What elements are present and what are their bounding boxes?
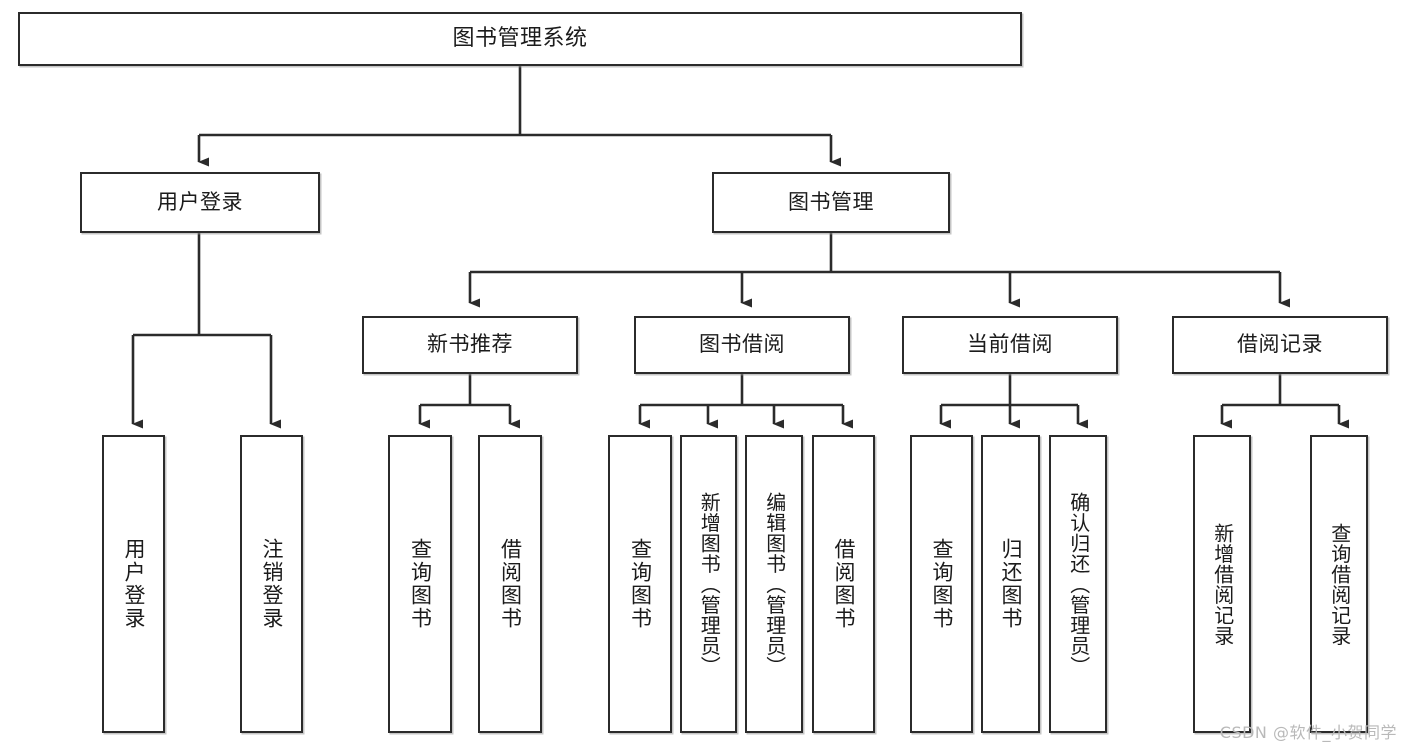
node-label: 新增图书（管理员） (697, 491, 722, 677)
node-label: 查询图书 (929, 538, 954, 630)
node-label: 归还图书 (998, 538, 1023, 630)
node-user-login[interactable]: 用户登录 (80, 172, 320, 233)
node-label: 借阅图书 (831, 538, 856, 630)
leaf-book-borrow-borrow-book[interactable]: 借阅图书 (812, 435, 875, 733)
node-label: 用户登录 (121, 538, 146, 630)
node-label: 新增借阅记录 (1210, 522, 1235, 646)
node-label: 新书推荐 (427, 332, 513, 357)
leaf-current-borrow-return-book[interactable]: 归还图书 (981, 435, 1040, 733)
leaf-current-borrow-query-book[interactable]: 查询图书 (910, 435, 973, 733)
node-label: 图书管理 (788, 189, 874, 214)
leaf-book-borrow-query-book[interactable]: 查询图书 (608, 435, 672, 733)
node-label: 确认归还（管理员） (1066, 491, 1091, 677)
node-new-book-recommend[interactable]: 新书推荐 (362, 316, 578, 374)
node-label: 注销登录 (259, 538, 284, 630)
leaf-book-borrow-edit-book-admin[interactable]: 编辑图书（管理员） (745, 435, 803, 733)
leaf-borrow-record-add-record[interactable]: 新增借阅记录 (1193, 435, 1251, 733)
leaf-user-login-logout[interactable]: 注销登录 (240, 435, 303, 733)
csdn-watermark: CSDN @软件_小贺同学 (1219, 723, 1397, 742)
leaf-new-book-borrow-book[interactable]: 借阅图书 (478, 435, 542, 733)
leaf-new-book-query-book[interactable]: 查询图书 (388, 435, 452, 733)
node-label: 查询图书 (628, 538, 653, 630)
node-label: 编辑图书（管理员） (762, 491, 787, 677)
node-label: 查询借阅记录 (1327, 522, 1352, 646)
node-root-system[interactable]: 图书管理系统 (18, 12, 1022, 66)
node-borrow-record[interactable]: 借阅记录 (1172, 316, 1388, 374)
node-current-borrow[interactable]: 当前借阅 (902, 316, 1118, 374)
node-label: 查询图书 (408, 538, 433, 630)
node-label: 当前借阅 (967, 332, 1053, 357)
leaf-borrow-record-query-record[interactable]: 查询借阅记录 (1310, 435, 1368, 733)
leaf-user-login-login[interactable]: 用户登录 (102, 435, 165, 733)
leaf-book-borrow-add-book-admin[interactable]: 新增图书（管理员） (680, 435, 737, 733)
node-book-management[interactable]: 图书管理 (712, 172, 950, 233)
leaf-current-borrow-confirm-return-admin[interactable]: 确认归还（管理员） (1049, 435, 1107, 733)
node-label: 借阅图书 (498, 538, 523, 630)
node-label: 用户登录 (157, 189, 243, 214)
node-book-borrow[interactable]: 图书借阅 (634, 316, 850, 374)
node-label: 借阅记录 (1237, 332, 1323, 357)
node-label: 图书管理系统 (452, 25, 588, 51)
node-label: 图书借阅 (699, 332, 785, 357)
